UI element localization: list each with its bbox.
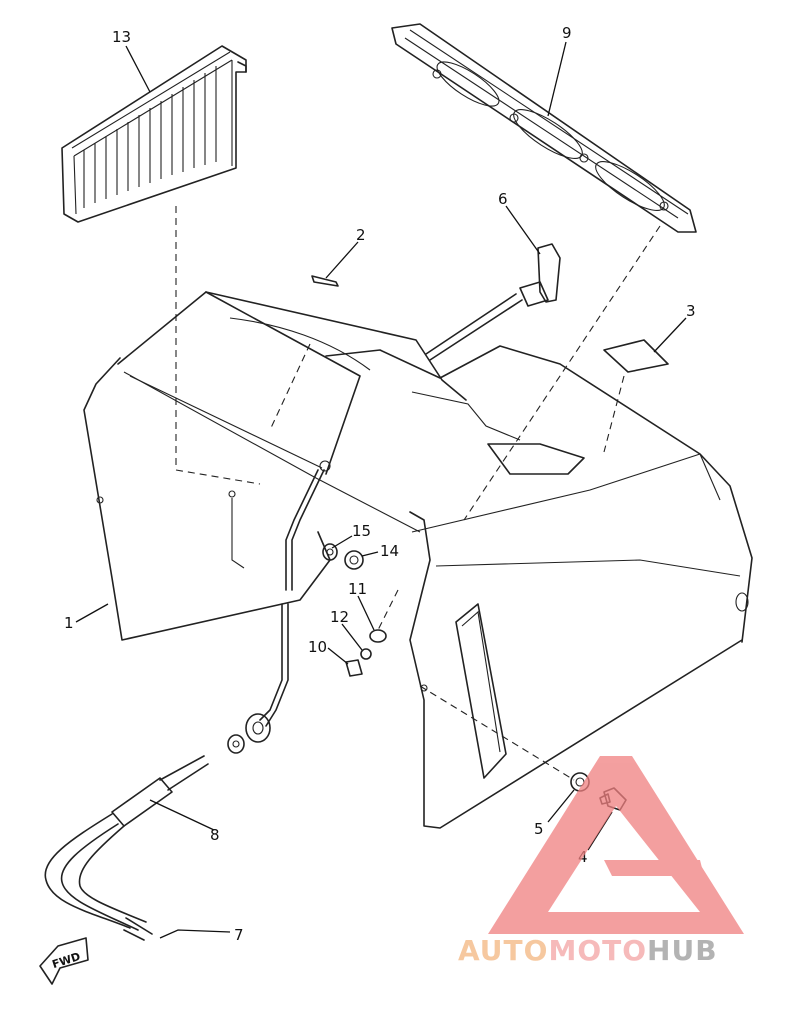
part-13-grille bbox=[61, 45, 247, 223]
callout-8: 8 bbox=[210, 826, 220, 844]
callout-9: 9 bbox=[562, 24, 572, 42]
fwd-arrow-icon: FWD bbox=[39, 937, 89, 985]
part-2-clip bbox=[311, 275, 339, 287]
part-15-washer bbox=[322, 543, 338, 561]
part-11-clip bbox=[369, 629, 387, 643]
part-6-cable-knob bbox=[425, 243, 561, 361]
callout-7: 7 bbox=[234, 926, 244, 944]
watermark-logo: AUTOMOTOHUB bbox=[458, 756, 744, 967]
callout-11: 11 bbox=[348, 580, 367, 598]
fwd-label: FWD bbox=[51, 950, 82, 971]
callout-3: 3 bbox=[686, 302, 696, 320]
watermark-triangle-icon bbox=[488, 756, 744, 934]
part-3-plate bbox=[603, 339, 669, 373]
part-9-panel bbox=[391, 23, 697, 233]
part-10-screw bbox=[345, 659, 363, 677]
cable-grommet bbox=[227, 713, 271, 754]
part-8-cable bbox=[44, 755, 209, 941]
callout-labels: 13 9 6 2 3 1 15 14 11 12 10 8 7 5 4 bbox=[64, 24, 696, 944]
assembly-lines bbox=[175, 206, 661, 781]
callout-13: 13 bbox=[112, 28, 131, 46]
callout-1: 1 bbox=[64, 614, 74, 632]
part-12-washer bbox=[360, 648, 372, 660]
callout-10: 10 bbox=[308, 638, 327, 656]
part-14-nut bbox=[344, 550, 364, 570]
callout-2: 2 bbox=[356, 226, 366, 244]
callout-12: 12 bbox=[330, 608, 349, 626]
callout-14: 14 bbox=[380, 542, 399, 560]
part-1-cowl bbox=[83, 291, 753, 829]
leader-lines bbox=[75, 41, 687, 939]
watermark-text: AUTOMOTOHUB bbox=[458, 934, 718, 967]
callout-6: 6 bbox=[498, 190, 508, 208]
callout-5: 5 bbox=[534, 820, 544, 838]
choke-cable bbox=[259, 469, 325, 727]
callout-15: 15 bbox=[352, 522, 371, 540]
